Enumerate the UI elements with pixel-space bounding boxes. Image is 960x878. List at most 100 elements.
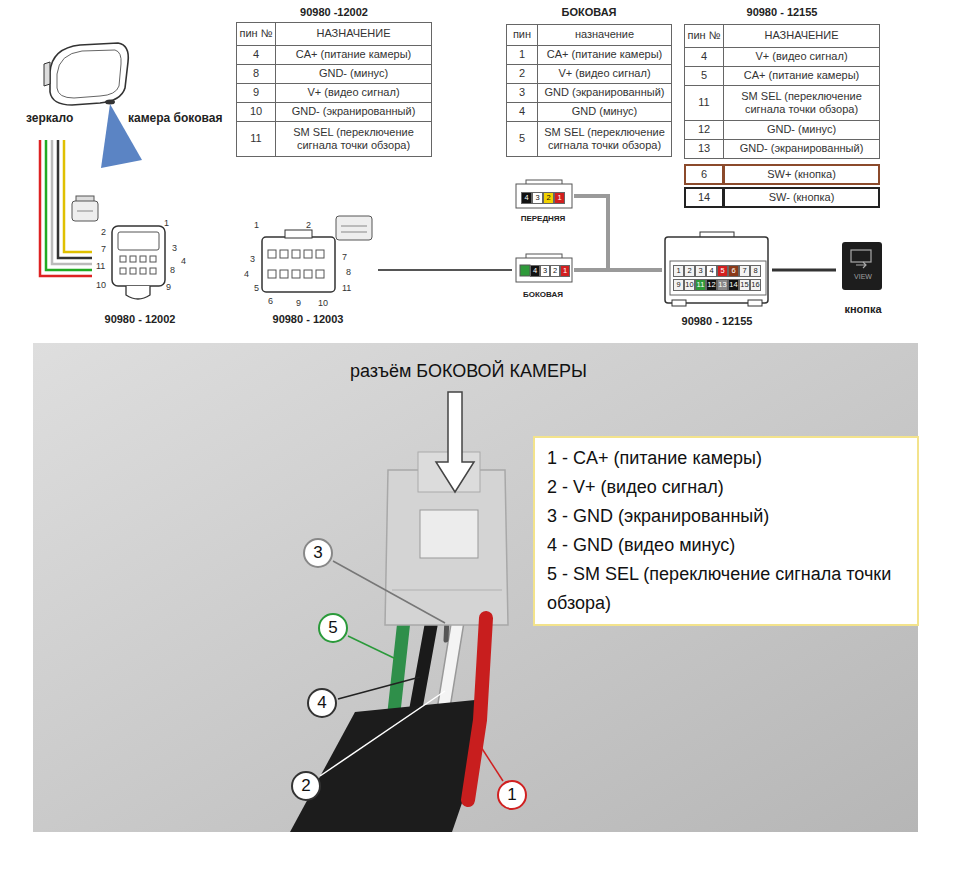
pin-cell: 10 (684, 279, 695, 291)
pin-cell: 3 (540, 265, 550, 277)
pin-number: 3 (172, 244, 177, 253)
pin-cell: 4 (706, 265, 717, 277)
pin-cell: 7 (739, 265, 750, 277)
pin-cell: 1 (673, 265, 684, 277)
pin-number: 10 (96, 281, 106, 290)
table-cell: 4 (684, 47, 724, 67)
wire-line (378, 269, 512, 271)
leader-lines (320, 561, 503, 781)
table-cell: 13 (684, 139, 724, 159)
node-text: кнопка (844, 303, 881, 316)
pointer-arrow (436, 392, 474, 492)
pin-cell: 6 (728, 265, 739, 277)
callout-number: 2 (291, 771, 321, 801)
table-cell: 14 (684, 187, 724, 208)
table-title: 90980 -12002 (236, 4, 432, 20)
node-text: 3 - GND (экранированный) (547, 502, 905, 531)
pin-cell: 15 (739, 279, 750, 291)
table-cell: V+ (видео сигнал) (723, 47, 880, 67)
red-wire (468, 618, 486, 800)
pin-number: 4 (181, 257, 186, 266)
pin-number: 1 (164, 219, 169, 228)
pin-cell: 3 (532, 192, 543, 204)
pin-cell: 2 (543, 192, 554, 204)
connector-12003-drawing (262, 230, 335, 292)
connector-icon (72, 196, 98, 221)
table-cell: 10 (236, 102, 276, 122)
annotation-label: камера боковая (128, 111, 222, 125)
node-text: 5 - SM SEL (переключение сигнала точки о… (547, 560, 905, 618)
pin-cell: 4 (530, 265, 540, 277)
connector-12002-drawing (112, 226, 165, 299)
pin-cell: 2 (550, 265, 560, 277)
pin-number: 9 (296, 299, 301, 308)
table-cell: V+ (видео сигнал) (275, 83, 432, 103)
table-title: 90980 - 12155 (684, 4, 880, 20)
table-cell: SM SEL (переключение сигнала точки обзор… (275, 121, 432, 157)
pin-cell: 13 (717, 279, 728, 291)
photo-background (33, 343, 918, 832)
pin-number: 2 (101, 228, 106, 237)
pin-cell: 4 (521, 192, 532, 204)
wire-line (574, 268, 662, 272)
table-cell: пин № (684, 24, 724, 48)
pin-number: 1 (254, 221, 259, 230)
table-cell: 5 (684, 66, 724, 86)
pin-number: 10 (318, 299, 328, 308)
table-cell: GND (экранированный) (537, 83, 672, 103)
table-cell: 2 (506, 64, 538, 84)
node-text: 90980 - 12002 (105, 313, 176, 326)
pin-cell: 9 (673, 279, 684, 291)
table-cell: V+ (видео сигнал) (537, 64, 672, 84)
node-text: 4 - GND (видео минус) (547, 531, 905, 560)
callout-number: 1 (497, 780, 527, 810)
pin-number: 8 (170, 266, 175, 275)
table-cell: CA+ (питание камеры) (275, 45, 432, 65)
table-cell: НАЗНАЧЕНИЕ (723, 24, 880, 48)
node-text: 90980 - 12155 (682, 315, 753, 328)
pin-number: 7 (101, 245, 106, 254)
connector-drawing: 90980 - 12155 (662, 232, 772, 328)
connector-drawing: ПЕРЕДНЯЯ (512, 180, 574, 224)
table-cell: НАЗНАЧЕНИЕ (275, 22, 432, 46)
node-text: ПЕРЕДНЯЯ (521, 214, 566, 224)
table-cell: GND- (экранированный) (723, 139, 880, 159)
pin-number: 7 (342, 253, 347, 262)
table-cell: CA+ (питание камеры) (537, 45, 672, 65)
note-box: 1 - CA+ (питание камеры)2 - V+ (видео си… (533, 436, 919, 626)
pin-cell: 11 (695, 279, 706, 291)
mirror-illustration (44, 43, 128, 105)
pin-number: 11 (96, 262, 105, 271)
pin-cell: 12 (706, 279, 717, 291)
side-connector-drawing (516, 254, 572, 282)
table-cell: SW+ (кнопка) (723, 164, 880, 185)
table-cell: CA+ (питание камеры) (723, 66, 880, 86)
table-cell: GND- (экранированный) (275, 102, 432, 122)
table-title: БОКОВАЯ (506, 4, 672, 20)
annotation-label: зеркало (26, 111, 73, 125)
connector-12155-drawing (665, 232, 768, 306)
table-cell: 9 (236, 83, 276, 103)
pin-cell: 8 (750, 265, 761, 277)
table-cell: GND- (минус) (275, 64, 432, 84)
connector-icon (336, 216, 372, 240)
front-connector-drawing (516, 180, 572, 208)
pin-cell: 14 (728, 279, 739, 291)
table-cell: SM SEL (переключение сигнала точки обзор… (537, 121, 672, 157)
callout-number: 4 (307, 688, 337, 718)
pin-number: 5 (254, 284, 259, 293)
table-cell: 5 (506, 121, 538, 157)
view-button (842, 242, 882, 290)
node-text: БОКОВАЯ (523, 290, 563, 300)
table-cell: 1 (506, 45, 538, 65)
pin-cell: 2 (684, 265, 695, 277)
annotation-label: разъём БОКОВОЙ КАМЕРЫ (350, 361, 587, 383)
pin-number: 4 (244, 270, 249, 279)
table-cell: SW- (кнопка) (723, 187, 880, 208)
pin-cell: 1 (560, 265, 570, 277)
node-text: 90980 - 12003 (273, 313, 344, 326)
view-button: VIEW кнопка (836, 240, 890, 316)
node-text: VIEW (854, 272, 872, 281)
table-cell: 12 (684, 120, 724, 140)
table-cell: 4 (236, 45, 276, 65)
